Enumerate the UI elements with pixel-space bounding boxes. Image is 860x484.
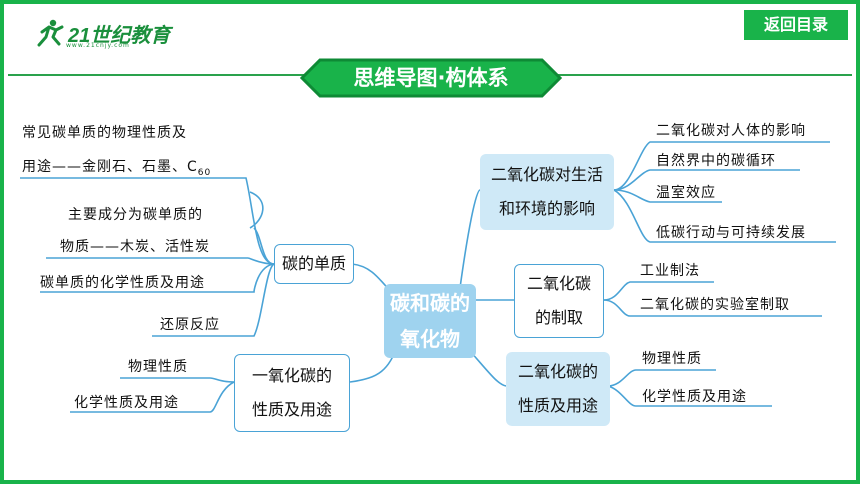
co2-props-leaf-2: 化学性质及用途	[642, 389, 747, 405]
frame-right	[856, 0, 860, 484]
co2-make-leaf-2: 二氧化碳的实验室制取	[640, 297, 790, 313]
co2-props-line2: 性质及用途	[517, 396, 598, 415]
co2-env-line2: 和环境的影响	[498, 199, 595, 218]
carbon-leaf-2-sub: 60	[197, 167, 212, 178]
logo: 21世纪教育	[34, 16, 170, 50]
carbon-leaf-1: 常见碳单质的物理性质及	[22, 125, 187, 141]
co2-properties-node: 二氧化碳的 性质及用途	[506, 352, 610, 426]
co2-env-leaf-1: 二氧化碳对人体的影响	[656, 123, 806, 139]
carbon-element-node: 碳的单质	[274, 244, 354, 284]
carbon-leaf-2: 用途——金刚石、石墨、C60	[22, 156, 211, 178]
co-node: 一氧化碳的 性质及用途	[234, 354, 350, 432]
carbon-leaf-5: 碳单质的化学性质及用途	[40, 275, 205, 291]
co2-preparation-node: 二氧化碳 的制取	[514, 264, 604, 338]
co2-env-line1: 二氧化碳对生活	[490, 165, 603, 184]
runner-logo-icon	[37, 19, 64, 47]
co2-make-leaf-1: 工业制法	[640, 263, 700, 279]
back-to-contents-button[interactable]: 返回目录	[744, 10, 848, 40]
co2-props-leaf-1: 物理性质	[642, 351, 702, 367]
co2-make-line1: 二氧化碳	[526, 274, 591, 293]
frame-bottom	[0, 480, 860, 484]
carbon-leaf-4: 物质——木炭、活性炭	[60, 239, 210, 255]
carbon-element-label: 碳的单质	[281, 254, 346, 273]
co-leaf-2: 化学性质及用途	[74, 395, 179, 411]
center-line1: 碳和碳的	[390, 291, 470, 315]
center-node: 碳和碳的 氧化物	[384, 284, 476, 358]
center-line2: 氧化物	[400, 327, 460, 351]
co-line2: 性质及用途	[251, 400, 332, 419]
carbon-leaf-3: 主要成分为碳单质的	[68, 207, 203, 223]
title-banner-shape	[299, 58, 563, 98]
logo-url: www.21cnjy.com	[66, 42, 130, 49]
title-banner: 思维导图·构体系	[299, 58, 563, 98]
co2-env-leaf-3: 温室效应	[656, 185, 716, 201]
co2-environment-node: 二氧化碳对生活 和环境的影响	[480, 154, 614, 230]
page-title: 思维导图·构体系	[353, 66, 509, 90]
logo-brand: 21世纪教育	[68, 24, 171, 47]
co2-props-line1: 二氧化碳的	[517, 362, 598, 381]
frame-top	[0, 0, 860, 4]
co-leaf-1: 物理性质	[128, 359, 188, 375]
frame-left	[0, 0, 4, 484]
carbon-leaf-2-text: 用途——金刚石、石墨、C	[22, 159, 198, 175]
co2-env-leaf-4: 低碳行动与可持续发展	[656, 225, 806, 241]
co-line1: 一氧化碳的	[251, 366, 332, 385]
carbon-leaf-6: 还原反应	[160, 317, 220, 333]
co2-env-leaf-2: 自然界中的碳循环	[656, 153, 776, 169]
co2-make-line2: 的制取	[534, 308, 583, 327]
